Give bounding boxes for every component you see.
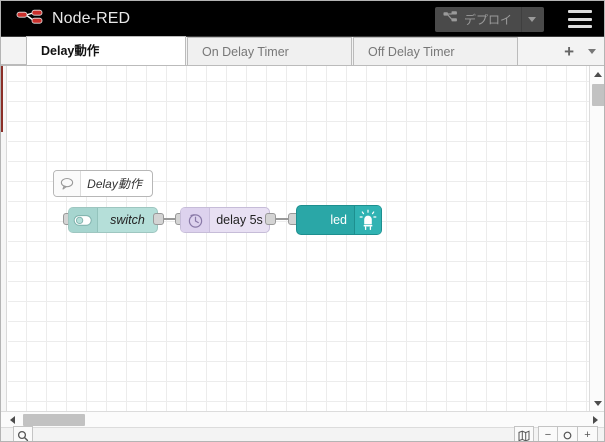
- zoom-in-label: +: [584, 429, 591, 441]
- node-red-logo-icon: [15, 9, 45, 29]
- brand: Node-RED: [15, 1, 130, 37]
- comment-bubble-icon: [54, 171, 81, 196]
- node-comment-label: Delay動作: [87, 177, 142, 191]
- zoom-reset-button[interactable]: [558, 426, 578, 441]
- node-delay[interactable]: delay 5s: [180, 207, 270, 233]
- chevron-down-icon: [528, 17, 536, 22]
- workspace-left-rail: [1, 66, 7, 411]
- tab-off-delay-timer[interactable]: Off Delay Timer: [353, 37, 518, 65]
- clock-icon: [181, 208, 210, 232]
- node-switch[interactable]: switch: [68, 207, 158, 233]
- wire-switch-to-delay: [163, 218, 176, 220]
- wire-delay-to-led: [275, 218, 289, 220]
- zoom-in-button[interactable]: +: [578, 426, 598, 441]
- canvas-horizontal-scrollbar[interactable]: [1, 411, 604, 428]
- status-bar-right-controls: − +: [514, 426, 598, 441]
- deploy-dropdown-button[interactable]: [522, 7, 542, 32]
- led-bulb-icon: [354, 206, 381, 234]
- map-navigator-icon[interactable]: [514, 426, 534, 441]
- toggle-switch-icon: [69, 208, 98, 232]
- vertical-scrollbar-thumb[interactable]: [592, 84, 604, 106]
- add-flow-button[interactable]: +: [564, 41, 574, 61]
- menu-bar-3: [568, 25, 592, 28]
- node-delay-label: delay 5s: [216, 213, 263, 227]
- menu-bar-2: [568, 17, 592, 21]
- tab-bar-actions: +: [564, 37, 604, 65]
- scroll-down-button[interactable]: [590, 395, 604, 411]
- flow-workspace: Delay動作 switch: [1, 66, 604, 411]
- chevron-down-icon: [594, 400, 602, 406]
- tab-bar-left-spacer: [1, 36, 26, 65]
- tab-on-delay-timer[interactable]: On Delay Timer: [187, 37, 352, 65]
- app-title: Node-RED: [52, 10, 131, 27]
- scroll-up-button[interactable]: [590, 66, 604, 82]
- flow-canvas[interactable]: Delay動作 switch: [8, 66, 589, 411]
- scroll-right-button[interactable]: [587, 412, 603, 428]
- tab-list-dropdown-icon[interactable]: [588, 48, 596, 54]
- deploy-button[interactable]: デプロイ: [434, 7, 544, 32]
- tab-delay-dousa[interactable]: Delay動作: [26, 36, 186, 65]
- chevron-left-icon: [9, 416, 15, 424]
- search-icon[interactable]: [13, 426, 33, 441]
- flow-tab-bar: Delay動作 On Delay Timer Off Delay Timer +: [1, 36, 604, 66]
- scroll-left-button[interactable]: [4, 412, 20, 428]
- deploy-divider: [521, 7, 522, 32]
- node-switch-label: switch: [110, 213, 145, 227]
- app-header: Node-RED デプロイ: [1, 1, 604, 37]
- canvas-vertical-scrollbar[interactable]: [589, 66, 604, 411]
- deploy-icon: [443, 10, 458, 29]
- zoom-out-button[interactable]: −: [538, 426, 558, 441]
- node-led[interactable]: led: [296, 205, 382, 235]
- menu-bar-1: [568, 10, 592, 13]
- status-bar: − +: [1, 426, 604, 441]
- chevron-up-icon: [594, 71, 602, 77]
- node-led-label: led: [330, 213, 347, 227]
- zoom-out-label: −: [544, 429, 552, 441]
- node-comment[interactable]: Delay動作: [53, 170, 153, 197]
- deploy-button-label: デプロイ: [463, 13, 512, 27]
- horizontal-scrollbar-thumb[interactable]: [23, 414, 85, 426]
- chevron-right-icon: [592, 416, 598, 424]
- hamburger-menu-icon[interactable]: [568, 9, 592, 29]
